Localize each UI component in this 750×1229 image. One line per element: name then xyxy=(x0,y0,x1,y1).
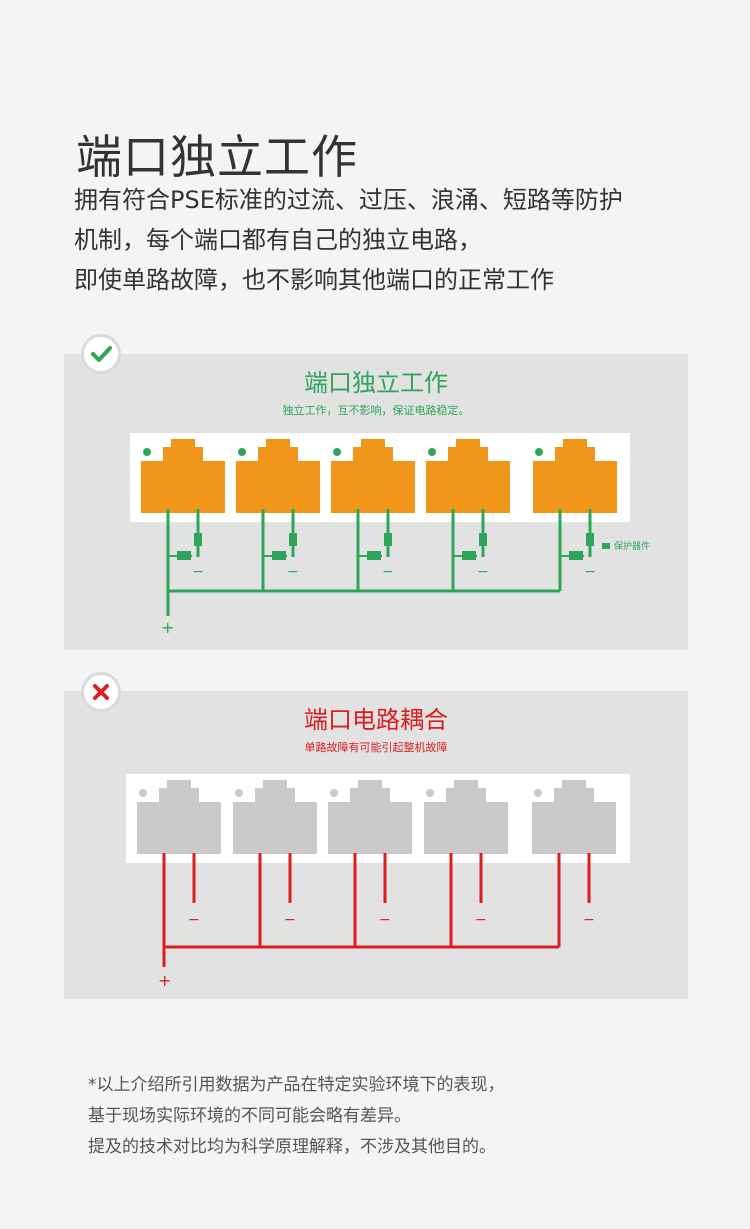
minus-terminal-label: − xyxy=(475,912,487,928)
intro-line: 机制，每个端口都有自己的独立电路， xyxy=(74,226,482,254)
rj45-port xyxy=(141,439,225,513)
protection-component xyxy=(367,551,381,560)
check-badge xyxy=(81,334,121,374)
independent-title: 端口独立工作 xyxy=(304,369,448,397)
minus-terminal-label: − xyxy=(583,912,595,928)
port-led-dot xyxy=(426,789,434,797)
port-led-dot xyxy=(143,448,151,456)
plus-terminal-label: + xyxy=(161,618,174,637)
rj45-port xyxy=(424,780,508,854)
independent-ports-panel: 端口独立工作 独立工作，互不影响，保证电路稳定。 − − − − − 保护器件 + xyxy=(64,354,688,650)
coupled-title: 端口电路耦合 xyxy=(304,706,448,734)
footnote: *以上介绍所引用数据为产品在特定实验环境下的表现， 基于现场实际环境的不同可能会… xyxy=(88,1070,505,1163)
port-led-dot xyxy=(139,789,147,797)
protection-component xyxy=(194,533,202,546)
independent-circuit-diagram: − − − − − 保护器件 + xyxy=(130,433,650,637)
port-led-dot xyxy=(428,448,436,456)
rj45-port xyxy=(532,780,616,854)
port-led-dot xyxy=(333,448,341,456)
rj45-port xyxy=(137,780,221,854)
protection-component xyxy=(289,533,297,546)
protection-component xyxy=(569,551,583,560)
rj45-port xyxy=(236,439,320,513)
rj45-port xyxy=(331,439,415,513)
protection-component xyxy=(479,533,487,546)
coupled-circuit-diagram: − − − − − + xyxy=(126,774,630,990)
independent-subtitle: 独立工作，互不影响，保证电路稳定。 xyxy=(282,404,470,417)
footnote-line: 基于现场实际环境的不同可能会略有差异。 xyxy=(88,1106,411,1126)
port-led-dot xyxy=(238,448,246,456)
minus-terminal-label: − xyxy=(379,912,391,928)
protection-component xyxy=(272,551,286,560)
minus-terminal-label: − xyxy=(584,564,596,580)
rj45-port xyxy=(426,439,510,513)
plus-terminal-label: + xyxy=(158,971,171,990)
close-badge xyxy=(81,672,121,712)
port-led-dot xyxy=(535,448,543,456)
rj45-port xyxy=(533,439,617,513)
minus-terminal-label: − xyxy=(188,912,200,928)
minus-terminal-label: − xyxy=(287,564,299,580)
port-led-dot xyxy=(534,789,542,797)
protection-legend-label: 保护器件 xyxy=(614,540,650,552)
intro-line: 拥有符合PSE标准的过流、过压、浪涌、短路等防护 xyxy=(74,186,623,214)
page-title: 端口独立工作 xyxy=(76,129,358,184)
intro-line: 即使单路故障，也不影响其他端口的正常工作 xyxy=(74,266,554,294)
minus-terminal-label: − xyxy=(477,564,489,580)
coupled-subtitle: 单路故障有可能引起整机故障 xyxy=(304,741,448,754)
protection-component xyxy=(586,533,594,546)
protection-component xyxy=(177,551,191,560)
close-icon xyxy=(93,684,109,700)
footnote-line: 提及的技术对比均为科学原理解释，不涉及其他目的。 xyxy=(88,1137,496,1157)
minus-terminal-label: − xyxy=(192,564,204,580)
check-icon xyxy=(91,346,112,362)
protection-component xyxy=(384,533,392,546)
intro-text: 拥有符合PSE标准的过流、过压、浪涌、短路等防护 机制，每个端口都有自己的独立电… xyxy=(74,180,714,300)
rj45-port xyxy=(328,780,412,854)
protection-legend-icon xyxy=(602,543,610,549)
footnote-line: *以上介绍所引用数据为产品在特定实验环境下的表现， xyxy=(88,1075,505,1095)
port-led-dot xyxy=(330,789,338,797)
coupled-ports-panel: 端口电路耦合 单路故障有可能引起整机故障 − − − − − + xyxy=(64,691,688,999)
minus-terminal-label: − xyxy=(284,912,296,928)
rj45-port xyxy=(233,780,317,854)
protection-component xyxy=(462,551,476,560)
minus-terminal-label: − xyxy=(382,564,394,580)
port-led-dot xyxy=(235,789,243,797)
